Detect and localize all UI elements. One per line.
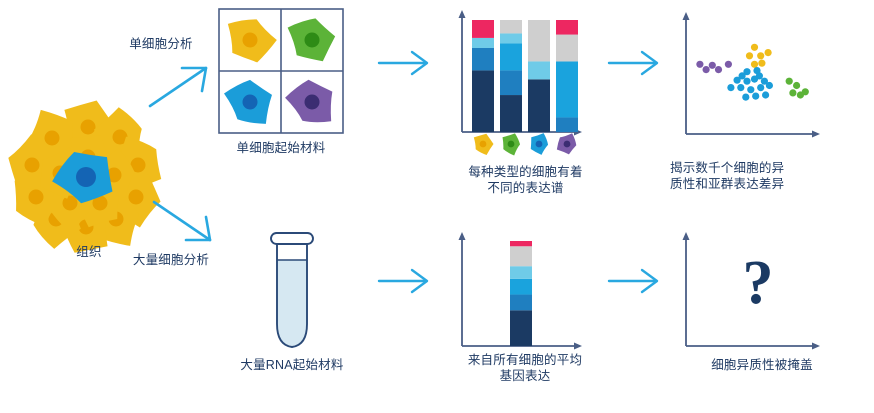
single-cell-grid-icon <box>218 8 344 134</box>
microcentrifuge-tube <box>255 228 329 356</box>
arrow-single-cell <box>148 58 210 110</box>
heterogeneity-masked-caption: 细胞异质性被掩盖 <box>711 358 813 372</box>
arrow-right-icon <box>607 50 659 76</box>
single-cell-analysis-label: 单细胞分析 <box>129 37 193 51</box>
bulk-rna-input-label: 大量RNA起始材料 <box>240 358 344 372</box>
arrow-up-right-icon <box>148 66 208 108</box>
arrow-to-scatter <box>607 50 660 76</box>
question-mark-icon: ? <box>742 249 774 317</box>
arrow-to-bulk-chart <box>377 268 430 294</box>
tissue-label: 组织 <box>76 245 102 259</box>
arrow-right-icon <box>607 268 659 294</box>
expression-profiles-caption: 每种类型的细胞有着 不同的表达谱 <box>468 165 583 195</box>
tissue-cluster-icon <box>8 100 162 253</box>
tissue-cluster <box>8 100 168 253</box>
arrow-right-icon <box>377 268 429 294</box>
empty-axes <box>682 232 820 350</box>
arrow-down-right-icon <box>152 200 212 242</box>
scatter-plot <box>682 12 820 138</box>
single-cell-input-label: 单细胞起始材料 <box>236 141 326 155</box>
bulk-bar-chart <box>458 232 582 350</box>
stacked-bar-chart <box>458 10 582 156</box>
bulk-cell-analysis-label: 大量细胞分析 <box>132 253 210 267</box>
microcentrifuge-tube-icon <box>270 232 314 348</box>
bulk-average-expression-chart <box>450 226 595 356</box>
single-cell-grid <box>218 8 344 134</box>
heterogeneity-masked-panel <box>672 226 832 356</box>
average-expression-caption: 来自所有细胞的平均 基因表达 <box>467 353 583 383</box>
single-cell-expression-chart <box>450 6 595 156</box>
cell-clusters-scatter <box>672 6 832 148</box>
arrow-to-expression-chart <box>377 50 430 76</box>
arrow-bulk <box>152 196 214 248</box>
heterogeneity-revealed-caption: 揭示数千个细胞的异 质性和亚群表达差异 <box>670 161 785 191</box>
arrow-to-question <box>607 268 660 294</box>
arrow-right-icon <box>377 50 429 76</box>
